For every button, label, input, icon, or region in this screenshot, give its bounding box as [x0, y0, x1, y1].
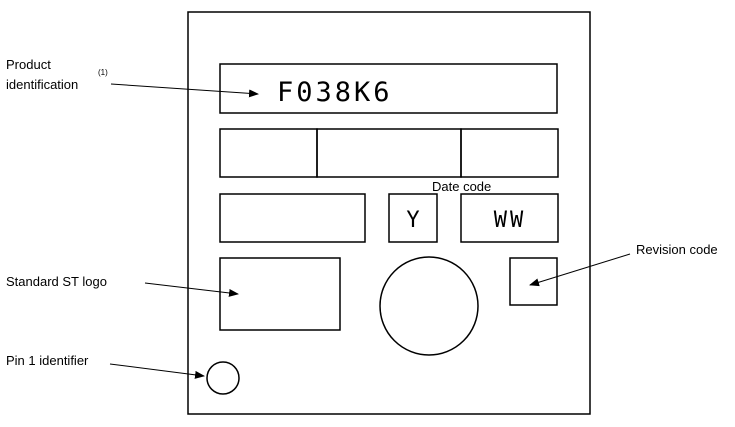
package-outline: [187, 11, 591, 415]
week-text: WW: [494, 208, 527, 233]
product-identification-label-line2: identification: [6, 77, 79, 92]
product-id-text: F038K6: [277, 77, 393, 108]
pin1-identifier-label: Pin 1 identifier: [6, 353, 89, 368]
year-field: [388, 193, 438, 243]
note-reference: (1): [98, 68, 108, 77]
revision-code-field: [509, 257, 558, 306]
week-field: [460, 193, 559, 243]
revision-code-arrow: [529, 253, 631, 287]
row2-field-left: [219, 128, 318, 178]
revision-code-label: Revision code: [636, 242, 718, 257]
date-code-label: Date code: [432, 179, 492, 194]
row3-field-left: [219, 193, 366, 243]
row2-field-middle: [316, 128, 462, 178]
row2-field-right: [460, 128, 559, 178]
year-text: Y: [406, 208, 419, 233]
product-id-field: [219, 63, 558, 114]
product-id-arrow: [110, 83, 259, 98]
st-logo-arrow: [144, 282, 239, 297]
pin1-identifier-circle: [206, 361, 240, 395]
center-circle: [379, 256, 479, 356]
pin1-arrow: [109, 363, 205, 379]
st-logo-field: [219, 257, 341, 331]
product-identification-label-line1: Product: [6, 57, 51, 72]
standard-st-logo-label: Standard ST logo: [6, 274, 107, 289]
